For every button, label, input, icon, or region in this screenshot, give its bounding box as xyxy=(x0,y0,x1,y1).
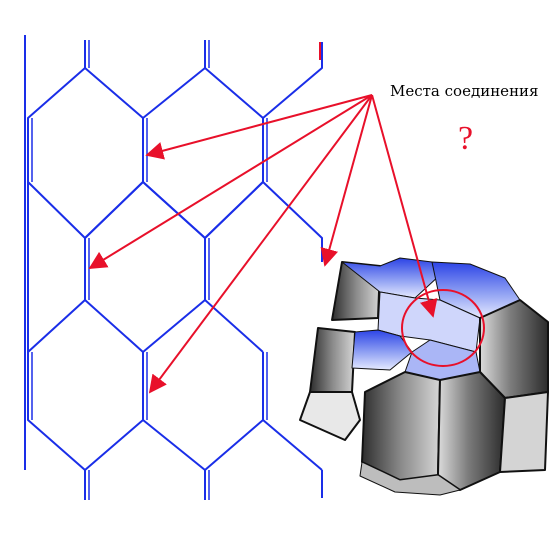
arrow-icon xyxy=(371,94,438,318)
mesh-cell xyxy=(142,40,264,239)
mesh-cell xyxy=(84,181,206,353)
arrow-icon xyxy=(145,94,373,160)
arrows xyxy=(88,94,438,394)
mesh-cell-edge xyxy=(262,42,323,119)
mesh-cell-edge xyxy=(262,419,323,471)
arrow-icon xyxy=(148,94,373,394)
question-mark: ? xyxy=(458,120,474,157)
cell-base xyxy=(359,461,461,496)
junction-caption: Места соединения xyxy=(390,82,539,100)
cell-face xyxy=(299,391,361,441)
honeycomb-mesh xyxy=(24,35,323,500)
mesh-cell xyxy=(27,40,144,239)
mesh-cell xyxy=(27,352,144,471)
mesh-junctions xyxy=(31,40,268,500)
cell-face xyxy=(361,371,441,481)
mesh-cell xyxy=(142,352,264,471)
mesh-cell-edge xyxy=(204,181,323,262)
honeycomb-3d-sketch xyxy=(299,257,549,496)
cell-face xyxy=(437,371,506,491)
arrow-icon xyxy=(88,94,373,269)
cell-face xyxy=(499,391,549,473)
circle-outline-icon xyxy=(401,289,485,367)
cell-face xyxy=(309,327,356,393)
mesh-cell-edge xyxy=(204,299,264,353)
arrow-icon xyxy=(320,94,373,267)
mesh-cell-edge xyxy=(27,182,86,353)
